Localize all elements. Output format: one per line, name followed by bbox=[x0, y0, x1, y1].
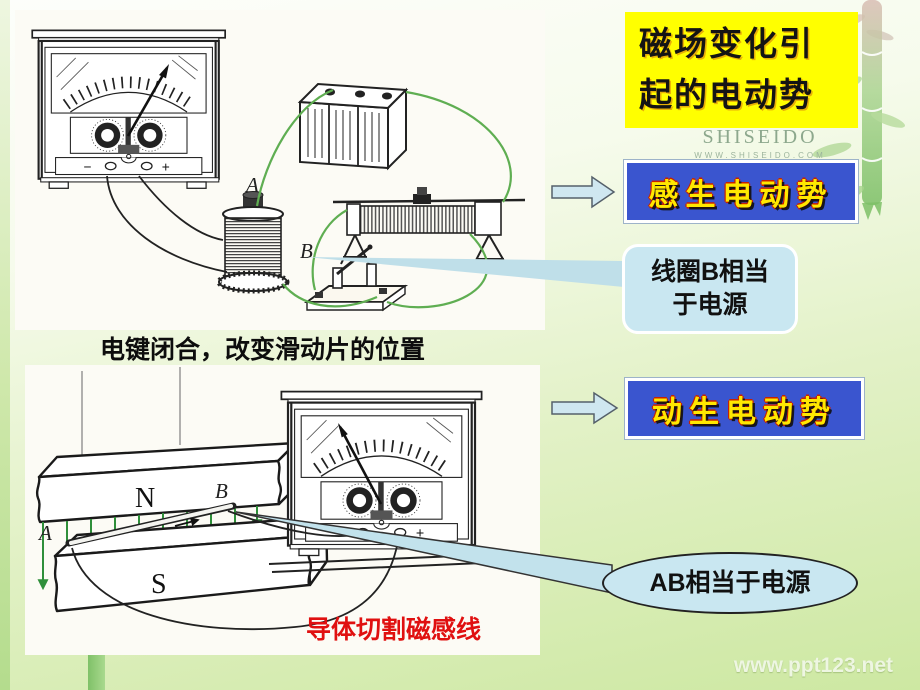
shiseido-url-text: WWW.SHISEIDO.COM bbox=[694, 151, 826, 160]
fig2-label-b: B bbox=[215, 479, 228, 503]
fig1-label-b: B bbox=[300, 239, 313, 263]
pole-n-label: N bbox=[135, 483, 155, 514]
battery bbox=[297, 82, 409, 171]
conductor-rod-ab bbox=[65, 502, 237, 547]
pole-s-label: S bbox=[151, 569, 167, 600]
meter1-needle bbox=[126, 64, 169, 137]
figure-induced-emf-experiment: A B bbox=[15, 10, 545, 330]
footer-watermark: www.ppt123.net bbox=[733, 654, 893, 677]
arrow-to-induced-emf bbox=[551, 175, 616, 209]
ab-callout-oval: AB相当于电源 bbox=[602, 552, 858, 614]
caption-switch-closed: 电键闭合，改变滑动片的位置 bbox=[100, 336, 426, 364]
coil-callout-line-2: 于电源 bbox=[672, 291, 748, 319]
left-edge-strip bbox=[0, 0, 10, 690]
knife-switch bbox=[303, 244, 409, 312]
ab-callout-label: AB相当于电源 bbox=[649, 568, 811, 597]
fig1-label-a: A bbox=[244, 173, 259, 197]
induced-emf-label: 感生电动势 bbox=[648, 178, 834, 212]
motional-emf-label: 动生电动势 bbox=[652, 395, 837, 429]
magnet-north-pole bbox=[35, 441, 299, 524]
shiseido-brand-text: SHISEIDO bbox=[702, 126, 818, 148]
induced-emf-box: 感生电动势 bbox=[624, 160, 858, 223]
black-wires bbox=[106, 175, 228, 273]
title-line-1: 磁场变化引 bbox=[639, 25, 814, 62]
title-line-2: 起的电动势 bbox=[639, 76, 814, 113]
shiseido-watermark: SHISEIDO WWW.SHISEIDO.COM bbox=[660, 126, 860, 160]
arrow-to-motional-emf bbox=[551, 391, 619, 425]
green-wires bbox=[255, 88, 512, 309]
title-box: 磁场变化引 起的电动势 bbox=[625, 12, 858, 128]
coil-b bbox=[216, 191, 290, 294]
caption-conductor-cutting: 导体切割磁感线 bbox=[306, 616, 482, 644]
coil-callout: 线圈B相当 于电源 bbox=[622, 244, 798, 334]
motional-emf-box: 动生电动势 bbox=[625, 378, 864, 439]
motion-arrow bbox=[174, 517, 200, 527]
bamboo-stub-decoration bbox=[88, 655, 105, 690]
fig2-label-a: A bbox=[37, 521, 52, 545]
rheostat bbox=[332, 187, 526, 267]
coil-callout-line-1: 线圈B相当 bbox=[650, 258, 770, 286]
meter2-needle bbox=[338, 423, 383, 505]
